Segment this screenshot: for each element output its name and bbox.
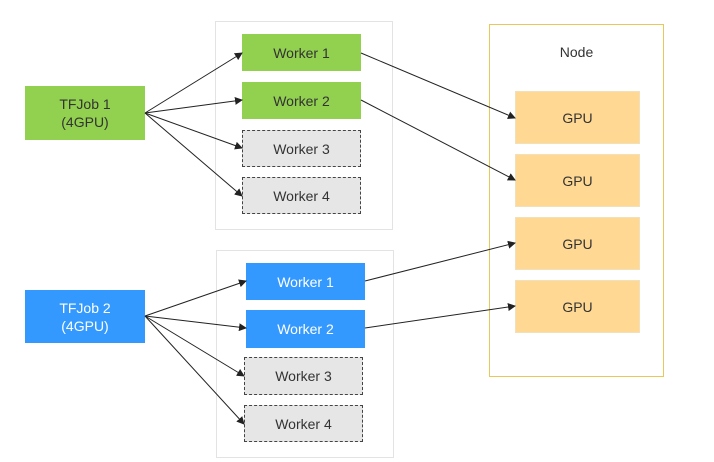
arrow-tfjob2-worker2 [144,315,247,332]
gpu-2: GPU [515,154,640,207]
node-label: Node [559,44,594,60]
gpu-1: GPU [515,91,640,144]
gpu-3: GPU [515,217,640,270]
arrow-tfjob2-worker2-gpu4 [364,303,516,329]
tfjob1-gpu-count: (4GPU) [61,114,109,130]
arrow-tfjob1-worker2 [144,96,243,114]
arrow-tfjob1-worker3 [144,112,243,150]
arrow-tfjob1-worker4 [144,112,243,197]
arrow-tfjob2-worker1-gpu3 [364,240,516,282]
tfjob1-worker-1: Worker 1 [242,34,361,71]
arrow-tfjob2-worker4 [144,315,245,425]
tfjob2-worker-3: Worker 3 [244,357,363,395]
tfjob1-box: TFJob 1 (4GPU) [25,86,145,140]
tfjob2-worker-1: Worker 1 [246,263,365,300]
tfjob2-box: TFJob 2 (4GPU) [25,290,145,343]
arrow-tfjob2-worker1 [144,279,247,317]
arrow-tfjob1-worker1-gpu1 [360,52,516,119]
tfjob1-worker-3: Worker 3 [242,130,361,167]
tfjob2-gpu-count: (4GPU) [61,317,109,334]
arrow-tfjob1-worker2-gpu2 [360,99,516,181]
tfjob1-worker-2: Worker 2 [242,82,361,119]
arrow-tfjob2-worker3 [144,315,245,377]
arrow-tfjob1-worker1 [144,52,243,114]
tfjob2-worker-2: Worker 2 [246,310,365,348]
tfjob2-name: TFJob 2 [59,299,111,316]
gpu-4: GPU [515,280,640,333]
tfjob1-name: TFJob 1 [59,96,111,112]
